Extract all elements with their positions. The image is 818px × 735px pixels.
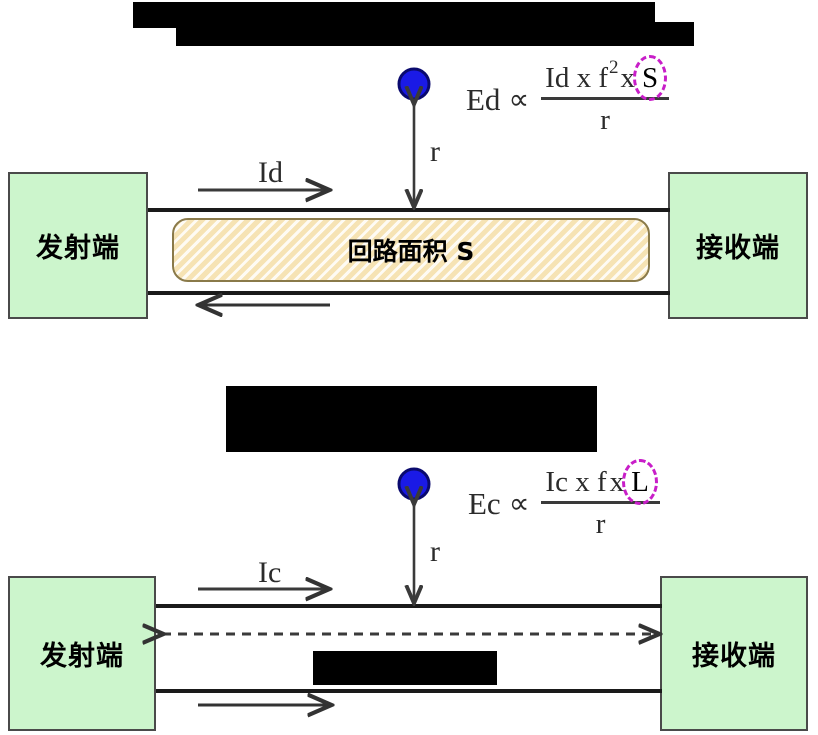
top-forward-conductor — [148, 208, 670, 212]
top-return-conductor — [148, 291, 670, 295]
bottom-formula-denominator: r — [595, 508, 606, 540]
bottom-distance-label: r — [430, 535, 440, 568]
top-distance-label: r — [430, 135, 440, 168]
bottom-transmitter-box: 发射端 — [8, 576, 156, 731]
top-formula: Ed ∝ Id x f 2 x S r — [466, 55, 670, 137]
top-loop-area-label: 回路面积 S — [347, 237, 475, 266]
bottom-formula-proportional-symbol: ∝ — [508, 488, 530, 520]
bottom-formula-fraction-bar — [541, 501, 660, 504]
top-field-point-dot — [397, 67, 431, 101]
bottom-formula-numerator: Ic x f x L — [541, 459, 659, 505]
bottom-formula-highlighted-term: L — [622, 459, 658, 505]
top-formula-exponent: 2 — [608, 57, 619, 78]
bottom-center-redaction-bar — [313, 651, 497, 685]
bottom-receiver-box: 接收端 — [660, 576, 808, 731]
top-formula-fraction: Id x f 2 x S r — [541, 55, 670, 137]
bottom-formula-numerator-prefix: Ic x f — [545, 466, 607, 498]
top-loop-area-box: 回路面积 S — [172, 218, 650, 282]
bottom-transmitter-label: 发射端 — [40, 641, 124, 672]
top-title-redaction-bar-2 — [176, 22, 694, 46]
bottom-field-point-dot — [397, 467, 431, 501]
top-transmitter-box: 发射端 — [8, 172, 148, 319]
top-formula-highlighted-term: S — [632, 55, 668, 101]
top-receiver-box: 接收端 — [668, 172, 808, 319]
top-formula-lhs: Ed — [466, 81, 501, 117]
bottom-formula: Ec ∝ Ic x f x L r — [468, 459, 660, 541]
top-formula-numerator: Id x f 2 x S — [541, 55, 669, 101]
bottom-forward-conductor — [156, 604, 662, 608]
bottom-receiver-label: 接收端 — [692, 641, 776, 672]
top-current-label: Id — [258, 156, 283, 189]
bottom-formula-lhs: Ec — [468, 485, 501, 521]
top-formula-numerator-prefix: Id x f — [545, 62, 608, 94]
bottom-title-redaction-bar — [226, 386, 597, 452]
top-formula-numerator-middle: x — [620, 62, 635, 94]
bottom-current-label: Ic — [258, 556, 282, 589]
top-formula-denominator: r — [600, 104, 610, 136]
bottom-formula-fraction: Ic x f x L r — [541, 459, 660, 541]
bottom-return-conductor — [156, 689, 662, 693]
top-formula-fraction-bar — [541, 97, 670, 100]
top-formula-proportional-symbol: ∝ — [508, 84, 530, 116]
top-transmitter-label: 发射端 — [36, 233, 120, 264]
bottom-formula-numerator-middle: x — [609, 466, 625, 498]
top-receiver-label: 接收端 — [696, 233, 780, 264]
